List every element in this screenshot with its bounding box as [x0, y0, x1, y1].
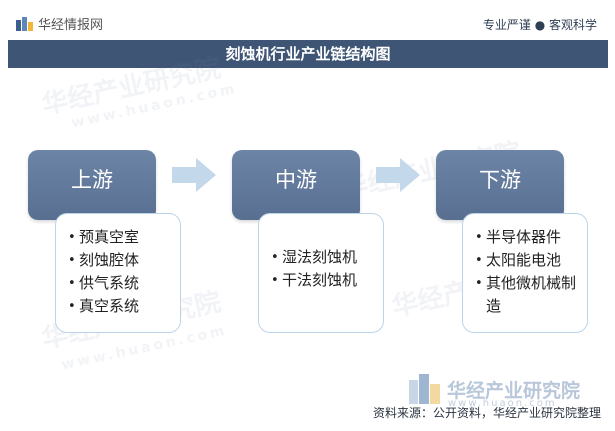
brand: 华经情报网 [16, 14, 103, 33]
footer-url: www.huaon.com [448, 398, 557, 409]
stage-label: 上游 [71, 168, 113, 192]
footer-brand-text: 华经产业研究院 [447, 379, 581, 402]
list-item: 供气系统 [68, 272, 174, 295]
list-item: 其他微机械制造 [475, 272, 581, 318]
source-note: 资料来源：公开资料，华经产业研究院整理 [372, 406, 601, 420]
list-item: 干法刻蚀机 [271, 269, 377, 292]
list-item: 太阳能电池 [475, 249, 581, 272]
list-item: 半导体器件 [475, 226, 581, 249]
watermark-url: www.huaon.com [70, 80, 239, 132]
stage-upstream: 上游 [28, 150, 156, 220]
stage-midstream: 中游 [232, 150, 360, 220]
top-bar: 华经情报网 专业严谨 ● 客观科学 [0, 0, 615, 40]
footer-logo-icon [409, 374, 441, 404]
slogan: 专业严谨 ● 客观科学 [482, 18, 597, 32]
stage-downstream: 下游 [436, 150, 564, 220]
list-item: 刻蚀腔体 [68, 249, 174, 272]
brand-name: 华经情报网 [38, 18, 104, 33]
brand-logo-icon [16, 16, 33, 31]
arrow-right-icon [376, 158, 420, 192]
title-bar: 刻蚀机行业产业链结构图 [8, 40, 608, 68]
page-title: 刻蚀机行业产业链结构图 [225, 45, 391, 63]
list-item: 预真空室 [68, 226, 174, 249]
footer-watermark: 华经产业研究院 [409, 374, 580, 404]
list-item: 湿法刻蚀机 [271, 246, 377, 269]
list-item: 真空系统 [68, 295, 174, 318]
downstream-items-card: 半导体器件 太阳能电池 其他微机械制造 [462, 213, 588, 333]
arrow-right-icon [172, 158, 216, 192]
upstream-items-card: 预真空室 刻蚀腔体 供气系统 真空系统 [55, 213, 181, 333]
stage-label: 中游 [275, 168, 317, 192]
stage-label: 下游 [479, 168, 521, 192]
midstream-items-card: 湿法刻蚀机 干法刻蚀机 [258, 213, 384, 333]
